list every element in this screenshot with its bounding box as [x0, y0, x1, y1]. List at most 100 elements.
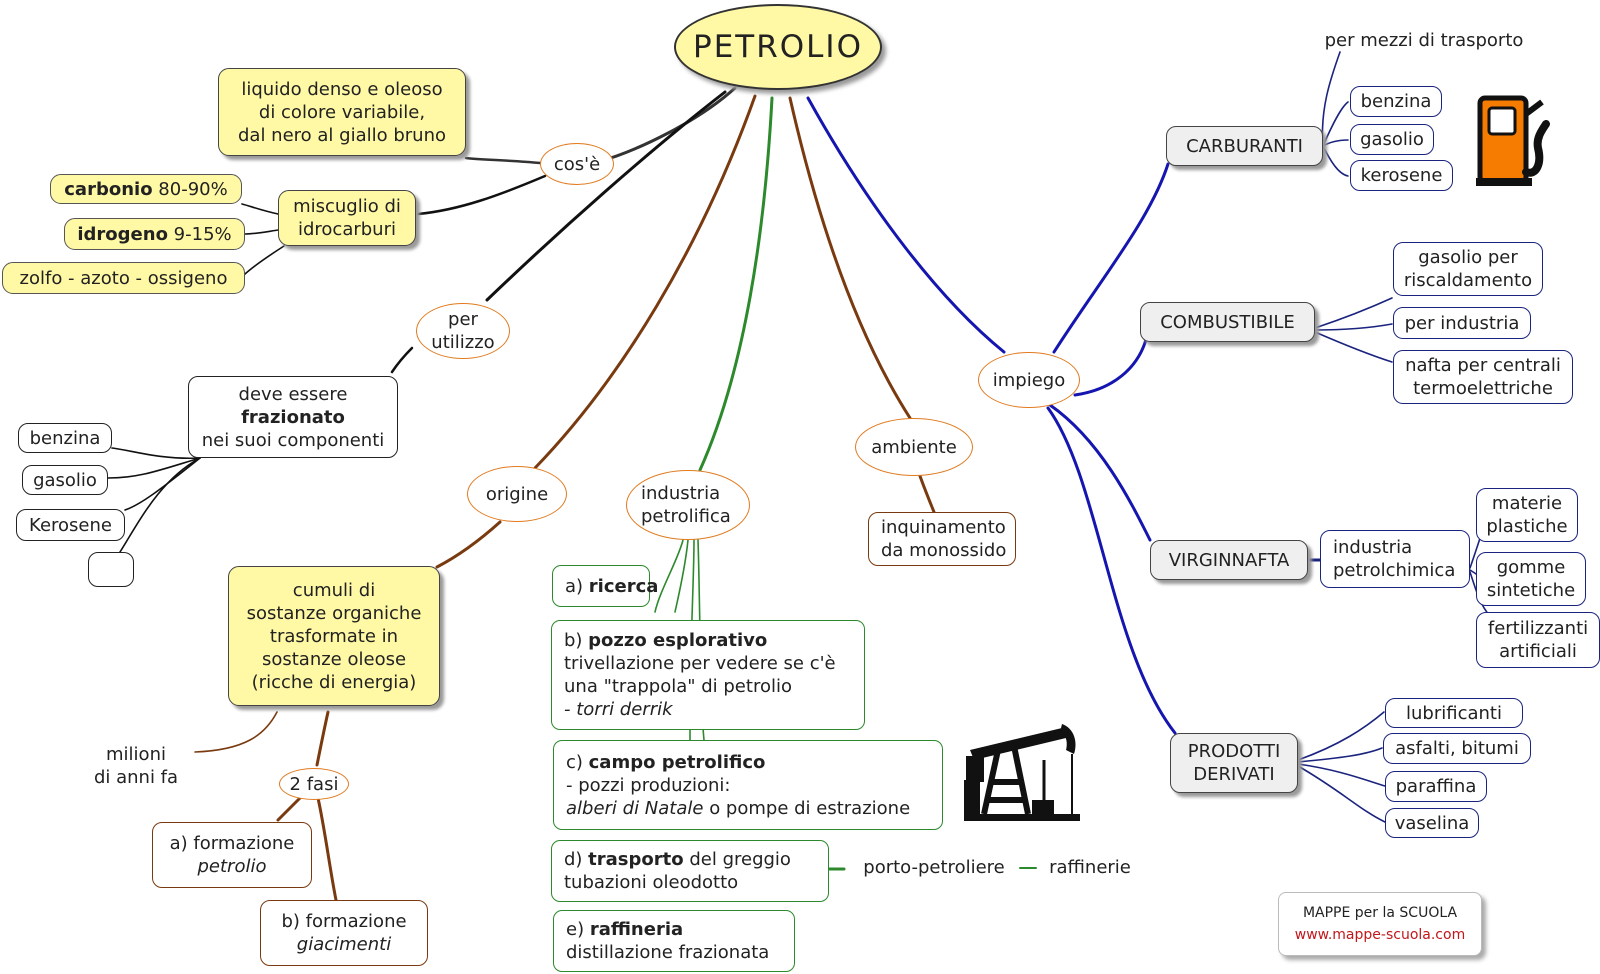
idrogeno-node: idrogeno 9-15% — [64, 218, 245, 250]
trasporto-rest: del greggio — [683, 849, 791, 870]
combustibile-item-industria: per industria — [1393, 307, 1531, 339]
mappe-scuola-logo: MAPPE per la SCUOLA www.mappe-scuola.com — [1278, 892, 1482, 956]
definition-line: di colore variabile, — [258, 101, 426, 123]
petrolchimica-line: industria — [1333, 537, 1413, 558]
porto-text: porto-petroliere — [863, 856, 1005, 878]
definition-node: liquido denso e oleoso di colore variabi… — [218, 68, 466, 156]
carburanti-item-label: benzina — [1360, 91, 1432, 112]
campo-bold: campo petrolifico — [588, 751, 766, 773]
virgin-item-line: fertilizzanti — [1487, 618, 1589, 639]
virgin-item-line: sintetiche — [1486, 580, 1576, 601]
milioni-line: milioni — [106, 744, 166, 765]
trasporto-line: tubazioni oleodotto — [564, 872, 739, 893]
combustibile-item-line: riscaldamento — [1403, 270, 1533, 291]
virgin-item-line: gomme — [1496, 557, 1566, 578]
cumuli-node: cumuli di sostanze organiche trasformate… — [228, 566, 440, 706]
raffineria-bold: raffineria — [589, 919, 684, 940]
cos-e-node: cos'è — [540, 143, 614, 185]
cumuli-line: sostanze oleose — [261, 648, 407, 670]
miscuglio-node: miscuglio di idrocarburi — [278, 190, 416, 246]
pozzo-line: trivellazione per vedere se c'è — [564, 653, 836, 674]
fase-a-node: a) formazione petrolio — [152, 822, 312, 888]
pozzo-prefix: b) — [564, 630, 589, 651]
pozzo-bold: pozzo esplorativo — [588, 630, 768, 651]
altri-elementi-node: zolfo - azoto - ossigeno — [2, 262, 245, 294]
carburanti-item-label: kerosene — [1360, 165, 1443, 186]
industria-line: industria — [641, 483, 721, 504]
porto-petroliere-label: porto-petroliere — [850, 852, 1018, 882]
trasporto-bold: trasporto — [588, 849, 684, 870]
carburanti-item-kerosene: kerosene — [1350, 160, 1453, 191]
virginnafta-label: VIRGINNAFTA — [1168, 549, 1290, 571]
carbonio-name: carbonio — [64, 178, 153, 200]
logo-url[interactable]: www.mappe-scuola.com — [1294, 927, 1466, 943]
utilizzo-item-label: benzina — [29, 427, 101, 449]
raffineria-node: e) raffineria distillazione frazionata — [553, 910, 795, 972]
miscuglio-line: miscuglio di — [293, 196, 401, 217]
combustibile-item-nafta: nafta per centrali termoelettriche — [1393, 350, 1573, 404]
campo-rest: o pompe di estrazione — [703, 797, 911, 819]
utilizzo-item-kerosene: Kerosene — [16, 509, 125, 541]
pozzo-esplorativo-node: b) pozzo esplorativo trivellazione per v… — [551, 620, 865, 730]
carburanti-node: CARBURANTI — [1166, 126, 1323, 166]
ricerca-bold: ricerca — [588, 575, 659, 597]
combustibile-item-riscaldamento: gasolio per riscaldamento — [1393, 242, 1543, 296]
trasporto-prefix: d) — [564, 849, 589, 870]
combustibile-item-line: termoelettriche — [1413, 378, 1553, 399]
raffineria-line: distillazione frazionata — [566, 942, 770, 963]
prodotti-item-label: lubrificanti — [1406, 702, 1502, 724]
altri-elementi-text: zolfo - azoto - ossigeno — [19, 267, 228, 289]
definition-line: dal nero al giallo bruno — [237, 124, 446, 146]
carbonio-value: 80-90% — [158, 178, 228, 200]
fase-a-term: petrolio — [197, 856, 267, 877]
origine-label: origine — [485, 483, 549, 505]
cumuli-line: (ricche di energia) — [251, 671, 417, 693]
petrolchimica-node: industria petrolchimica — [1320, 530, 1470, 588]
due-fasi-node: 2 fasi — [279, 768, 349, 800]
virgin-item-line: artificiali — [1499, 641, 1577, 662]
prodotti-item-vaselina: vaselina — [1385, 808, 1479, 838]
pozzo-line: - torri derrik — [564, 699, 673, 720]
combustibile-item-line: per industria — [1404, 312, 1520, 334]
campo-italic: alberi di Natale — [566, 797, 704, 819]
per-utilizzo-node: per utilizzo — [416, 303, 510, 359]
virgin-item-plastiche: materie plastiche — [1476, 488, 1578, 542]
title-node: PETROLIO — [674, 4, 882, 90]
prodotti-line: DERIVATI — [1193, 764, 1275, 785]
fuel-pump-icon — [1476, 95, 1550, 186]
fase-b-term: giacimenti — [296, 934, 392, 955]
origine-node: origine — [467, 466, 567, 522]
ambiente-node: ambiente — [855, 418, 973, 476]
cumuli-line: sostanze organiche — [246, 602, 422, 624]
title-text: PETROLIO — [693, 28, 863, 65]
raffineria-prefix: e) — [566, 919, 590, 940]
carburanti-item-benzina: benzina — [1350, 86, 1442, 117]
pozzo-line: una "trappola" di petrolio — [564, 676, 792, 697]
raffinerie-text: raffinerie — [1049, 856, 1131, 878]
fase-b-prefix: b) formazione — [281, 911, 407, 932]
virgin-item-line: plastiche — [1486, 516, 1568, 537]
petrolchimica-line: petrolchimica — [1333, 560, 1456, 581]
campo-prefix: c) — [566, 751, 589, 773]
ambiente-label: ambiente — [871, 436, 957, 458]
inquinamento-node: inquinamento da monossido — [868, 512, 1016, 566]
carbonio-node: carbonio 80-90% — [50, 174, 242, 204]
due-fasi-label: 2 fasi — [289, 773, 339, 795]
prodotti-item-asfalti: asfalti, bitumi — [1383, 733, 1531, 764]
utilizzo-item-benzina: benzina — [18, 423, 112, 453]
inquinamento-line: inquinamento — [881, 517, 1006, 538]
inquinamento-line: da monossido — [881, 540, 1007, 561]
industria-node: industria petrolifica — [626, 470, 750, 540]
prodotti-item-paraffina: paraffina — [1385, 771, 1487, 802]
industria-line: petrolifica — [641, 506, 731, 527]
campo-petrolifico-node: c) campo petrolifico - pozzi produzioni:… — [553, 740, 943, 830]
prodotti-item-lubrificanti: lubrificanti — [1385, 698, 1523, 728]
virgin-item-gomme: gomme sintetiche — [1476, 552, 1586, 606]
utilizzo-item-empty — [88, 552, 134, 587]
prodotti-item-label: paraffina — [1395, 776, 1477, 797]
virginnafta-node: VIRGINNAFTA — [1150, 540, 1308, 580]
combustibile-item-line: gasolio per — [1418, 247, 1518, 268]
cumuli-line: trasformate in — [269, 625, 399, 647]
virgin-item-line: materie — [1491, 493, 1563, 514]
